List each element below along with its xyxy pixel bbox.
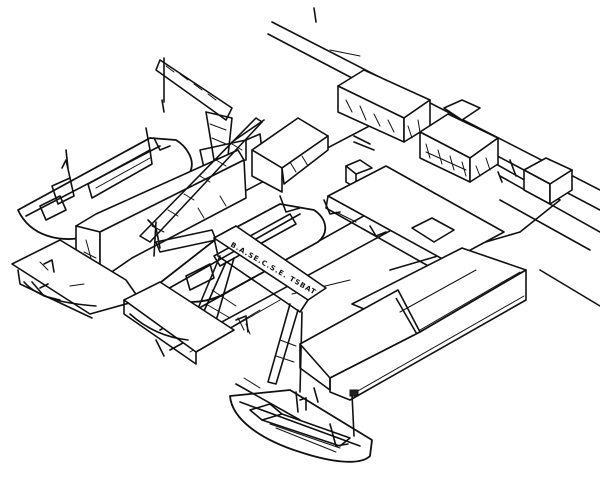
shed-mid-right [251, 117, 329, 193]
small-equipment [345, 135, 517, 189]
ship-bottom [229, 377, 373, 463]
dock-block-lower [123, 281, 251, 365]
dock-block-left [11, 239, 141, 319]
warehouse-block [419, 99, 499, 183]
lattice-crane [139, 117, 265, 257]
misc-details [39, 259, 319, 411]
assembly-hall [299, 247, 527, 401]
warehouse-long [337, 69, 431, 143]
cargo-ship-top-left [17, 127, 193, 240]
small-shed-right [523, 157, 573, 205]
